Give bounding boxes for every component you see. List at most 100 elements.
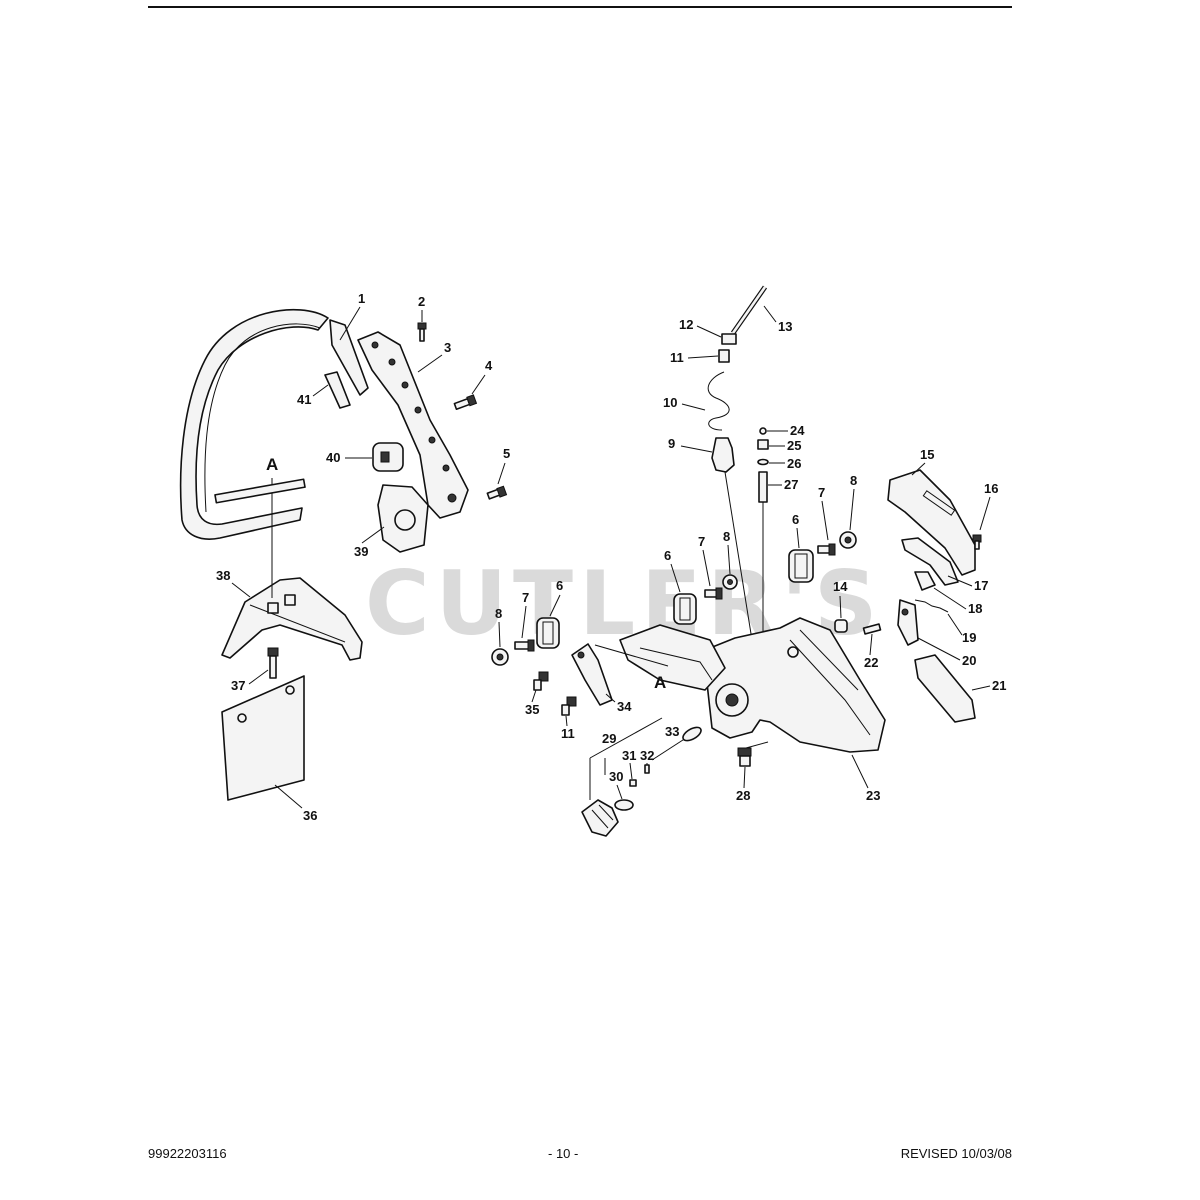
part-38-base <box>221 577 363 661</box>
callout-7-mid: 7 <box>698 534 711 587</box>
callout-11-top: 11 <box>670 350 719 365</box>
part-32-pin <box>644 764 650 774</box>
callout-23: 23 <box>851 754 880 803</box>
callout-8-mid: 8 <box>723 529 731 575</box>
part-37-bolt <box>267 647 279 679</box>
part-31-pin <box>629 779 637 787</box>
svg-text:31: 31 <box>622 748 636 763</box>
part-19-spring <box>914 599 949 613</box>
bracket-34-line <box>594 644 669 667</box>
svg-text:17: 17 <box>974 578 988 593</box>
svg-text:25: 25 <box>787 438 801 453</box>
callout-10: 10 <box>663 395 706 411</box>
part-25-valve <box>757 439 769 450</box>
svg-text:24: 24 <box>790 423 805 438</box>
part-2-screw <box>417 322 427 342</box>
part-7-bolt-b <box>704 587 723 600</box>
part-34-bracket <box>571 643 613 706</box>
part-1-foot <box>214 478 306 504</box>
callout-17: 17 <box>947 575 988 593</box>
part-33-strap <box>651 737 687 761</box>
svg-text:8: 8 <box>850 473 857 488</box>
part-20-lever <box>897 599 919 646</box>
part-4-bolt <box>453 394 478 411</box>
callout-38: 38 <box>216 568 251 598</box>
filter-line <box>724 471 753 641</box>
svg-text:20: 20 <box>962 653 976 668</box>
callout-7-right: 7 <box>818 485 829 541</box>
svg-text:40: 40 <box>326 450 340 465</box>
part-30-oring <box>614 799 634 811</box>
svg-text:9: 9 <box>668 436 675 451</box>
svg-text:6: 6 <box>556 578 563 593</box>
callout-2: 2 <box>418 294 425 322</box>
callout-26: 26 <box>769 456 801 471</box>
callout-1: 1 <box>339 291 365 341</box>
svg-text:13: 13 <box>778 319 792 334</box>
part-11-bolt <box>561 696 577 716</box>
svg-text:14: 14 <box>833 579 848 594</box>
callout-34: 34 <box>605 693 632 714</box>
part-22-pin <box>862 623 882 635</box>
svg-text:23: 23 <box>866 788 880 803</box>
svg-text:33: 33 <box>665 724 679 739</box>
callout-4: 4 <box>471 358 493 395</box>
part-chassis-plate <box>619 624 726 691</box>
svg-text:4: 4 <box>485 358 493 373</box>
part-13-rod-inner <box>731 286 767 334</box>
svg-text:21: 21 <box>992 678 1006 693</box>
part-36-plate <box>221 675 305 801</box>
svg-text:10: 10 <box>663 395 677 410</box>
svg-text:15: 15 <box>920 447 934 462</box>
svg-text:36: 36 <box>303 808 317 823</box>
svg-text:12: 12 <box>679 317 693 332</box>
svg-text:6: 6 <box>664 548 671 563</box>
part-23-rib-2 <box>799 629 859 691</box>
svg-text:27: 27 <box>784 477 798 492</box>
part-40-rubber-mount <box>372 442 404 472</box>
svg-text:11: 11 <box>670 350 684 365</box>
callout-24: 24 <box>767 423 805 438</box>
callout-14: 14 <box>833 579 848 619</box>
svg-text:8: 8 <box>495 606 502 621</box>
part-5-bolt <box>486 485 508 500</box>
top-rule <box>148 6 1012 8</box>
callout-30: 30 <box>609 769 623 800</box>
part-3-bracket-holes <box>371 341 457 503</box>
part-27-pin <box>758 471 768 503</box>
part-33-strap-end <box>682 726 702 742</box>
part-chassis-rib <box>639 647 713 681</box>
svg-text:35: 35 <box>525 702 539 717</box>
part-10-hose <box>707 371 730 431</box>
footer-page-number: - 10 - <box>548 1146 579 1161</box>
callout-27: 27 <box>768 477 798 492</box>
callout-8-left: 8 <box>495 606 502 648</box>
callout-41: 41 <box>297 384 329 407</box>
part-1-guard-end <box>329 319 369 396</box>
svg-text:5: 5 <box>503 446 510 461</box>
part-38-base-rail <box>249 604 346 643</box>
callout-36: 36 <box>274 784 317 823</box>
callout-25: 25 <box>769 438 801 453</box>
part-38-stud-a <box>267 602 279 614</box>
svg-text:1: 1 <box>358 291 365 306</box>
svg-text:26: 26 <box>787 456 801 471</box>
svg-text:28: 28 <box>736 788 750 803</box>
svg-text:41: 41 <box>297 392 311 407</box>
callout-16: 16 <box>979 481 998 531</box>
part-39-plate-hole <box>394 509 416 531</box>
svg-text:7: 7 <box>818 485 825 500</box>
svg-text:2: 2 <box>418 294 425 309</box>
callout-11-bottom: 11 <box>561 715 575 741</box>
callout-6-mid: 6 <box>664 548 681 593</box>
part-15-chain-cover <box>887 469 976 576</box>
part-15-slot <box>922 490 956 516</box>
part-35-bolt <box>533 671 549 691</box>
part-23-crankcase-housing <box>704 617 886 753</box>
part-24-ball <box>759 427 767 435</box>
callout-7-left: 7 <box>521 590 529 639</box>
part-7-bolt-a <box>514 639 535 652</box>
part-11-nut <box>718 349 730 363</box>
part-23-port-inner <box>725 693 739 707</box>
part-21-grip <box>914 654 976 723</box>
